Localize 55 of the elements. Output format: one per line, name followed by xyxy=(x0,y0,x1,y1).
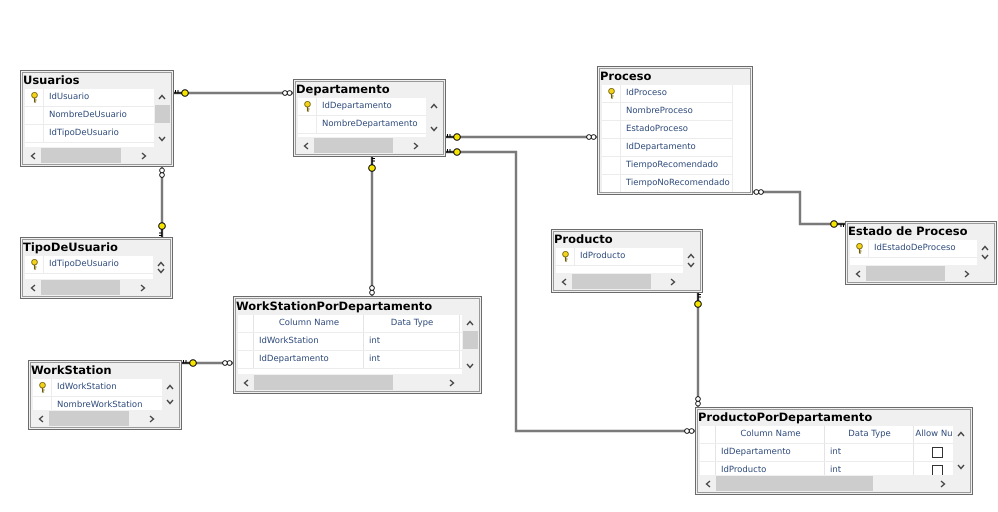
column-name: NombreWorkStation xyxy=(57,399,143,410)
column-name: TiempoRecomendado xyxy=(626,159,718,172)
relationship-line xyxy=(445,133,597,141)
column-name: NombreDeUsuario xyxy=(49,109,127,122)
table-title: WorkStationPorDepartamento xyxy=(236,298,432,314)
table-title: Estado de Proceso xyxy=(848,223,968,239)
data-type: int xyxy=(369,335,380,348)
relationship-line xyxy=(753,189,846,228)
column-header: Data Type xyxy=(847,428,892,441)
table-title: ProductoPorDepartamento xyxy=(698,409,872,425)
column-header: Allow Nu xyxy=(914,428,953,441)
table-title: TipoDeUsuario xyxy=(23,239,118,255)
table-title: Producto xyxy=(554,231,613,247)
column-name: IdUsuario xyxy=(49,91,90,104)
relationship-line xyxy=(445,148,695,434)
column-name: IdTipoDeUsuario xyxy=(49,258,119,271)
table-title: Usuarios xyxy=(23,72,80,88)
column-name: IdTipoDeUsuario xyxy=(49,127,119,140)
table-panel xyxy=(845,221,997,285)
column-name: IdProducto xyxy=(721,464,766,475)
column-header: Data Type xyxy=(390,317,434,330)
table-panel xyxy=(597,66,753,195)
column-header: Column Name xyxy=(278,317,340,330)
data-type: int xyxy=(830,464,842,475)
table-panel xyxy=(551,229,703,293)
column-name: EstadoProceso xyxy=(626,123,688,136)
relationship-line xyxy=(158,167,166,238)
relationship-line xyxy=(368,156,376,296)
column-name: IdProducto xyxy=(580,250,626,263)
column-name: TiempoNoRecomendado xyxy=(626,177,730,190)
relationship-line xyxy=(173,89,293,97)
table-panel xyxy=(20,70,174,167)
column-name: IdEstadoDeProceso xyxy=(874,242,956,255)
column-name: IdDepartamento xyxy=(721,446,791,459)
data-type: int xyxy=(369,353,380,366)
column-name: IdWorkStation xyxy=(57,381,117,394)
table-panel xyxy=(20,237,173,299)
column-name: IdProceso xyxy=(626,87,667,100)
column-name: IdDepartamento xyxy=(626,141,696,154)
table-title: Departamento xyxy=(296,81,390,97)
table-panel xyxy=(695,407,973,495)
table-title: Proceso xyxy=(600,68,652,84)
column-name: NombreProceso xyxy=(626,105,693,118)
relationship-line xyxy=(694,292,702,407)
table-panel xyxy=(28,360,182,430)
column-name: NombreDepartamento xyxy=(322,118,418,131)
column-name: IdWorkStation xyxy=(259,335,319,348)
relationship-line xyxy=(181,359,233,367)
table-panel xyxy=(233,296,482,394)
column-name: IdDepartamento xyxy=(259,353,329,366)
column-name: IdDepartamento xyxy=(322,100,392,113)
data-type: int xyxy=(830,446,842,459)
table-panel xyxy=(293,79,446,157)
table-title: WorkStation xyxy=(31,362,112,378)
column-header: Column Name xyxy=(739,428,802,441)
